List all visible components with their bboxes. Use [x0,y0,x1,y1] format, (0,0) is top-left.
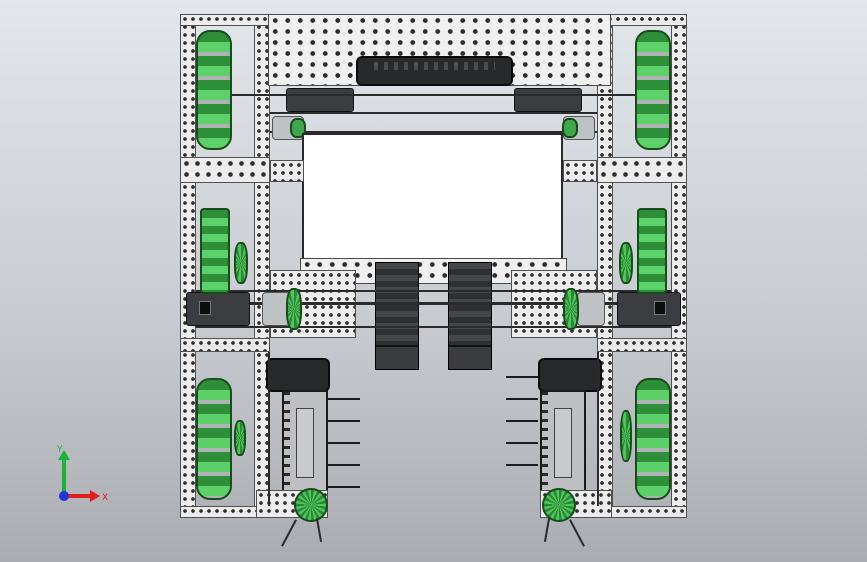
left-inner-rail [254,14,270,518]
top-right-omni-wheel[interactable] [635,30,671,150]
left-bottom-flap-b [315,518,323,542]
center-right-rail [563,160,597,182]
right-inner-frame-line [597,352,599,506]
left-intake-tread[interactable] [282,390,328,496]
battery-ribs [374,62,495,70]
right-inner-rail [597,14,613,518]
left-top-crossbar [180,14,270,26]
bottom-left-omni-wheel[interactable] [196,378,232,500]
right-top-crossbar [597,14,687,26]
right-mid-sprocket [619,242,633,284]
main-drive-axle [196,302,671,305]
left-middle-traction-wheel[interactable] [200,208,230,294]
left-flap-5 [328,486,360,488]
lower-frame-bar [196,290,671,292]
axis-triad: Y X [56,445,108,503]
z-axis-dot [59,491,69,501]
left-motor-label [199,301,211,315]
left-flap-4 [328,464,360,466]
top-right-motor[interactable] [514,88,582,112]
left-drive-gear [286,288,302,330]
left-mid-crossmember [180,157,270,183]
left-flap-2 [328,420,360,422]
right-lift-cap [449,345,491,369]
left-drive-motor[interactable] [186,292,250,326]
bottom-left-wheel-gear [234,420,246,456]
right-motor-label [654,301,666,315]
right-lower-crossmember [597,338,687,352]
x-axis-label: X [102,493,108,503]
left-mid-sprocket [234,242,248,284]
right-mid-crossmember [597,157,687,183]
right-bottom-flap-b [569,519,585,547]
right-intake-sprocket [542,488,576,522]
right-bottom-bar [597,506,687,518]
center-blank-plate[interactable] [302,133,563,260]
center-left-rail [270,160,304,182]
left-bottom-flap-a [281,519,297,547]
right-drive-motor[interactable] [617,292,681,326]
left-outer-rail [180,14,196,518]
left-tread-inner [296,408,314,478]
lower-frame-bar-2 [196,326,671,328]
left-lift-cap [376,345,418,369]
right-flap-3 [506,420,538,422]
right-lift-slide[interactable] [448,262,492,370]
left-intake-battery[interactable] [266,358,330,392]
bottom-right-omni-wheel[interactable] [635,378,671,500]
right-flap-4 [506,442,538,444]
right-drive-gear [563,288,579,330]
top-left-motor[interactable] [286,88,354,112]
left-flap-3 [328,442,360,444]
right-bottom-flap-a [543,518,551,542]
top-axle [196,94,671,96]
top-left-omni-wheel[interactable] [196,30,232,150]
right-flap-2 [506,398,538,400]
left-lower-crossmember [180,338,270,352]
right-tread-inner [554,408,572,478]
top-battery-pack[interactable] [356,56,513,86]
upper-frame-bar [270,112,597,114]
y-axis-arrowhead [58,450,70,460]
left-bottom-bar [180,506,270,518]
y-axis-label: Y [56,445,63,455]
right-intake-battery[interactable] [538,358,602,392]
x-axis-arrowhead [90,490,100,502]
right-flap-1 [506,376,538,378]
upper-frame-bar-2 [270,131,597,133]
right-shaft-collar [577,292,605,326]
right-intake-tread[interactable] [540,390,586,496]
bottom-right-wheel-gear [620,410,632,462]
right-flap-5 [506,464,538,466]
top-right-small-gear [562,118,578,138]
right-middle-traction-wheel[interactable] [637,208,667,294]
left-intake-sprocket [294,488,328,522]
left-flap-1 [328,398,360,400]
right-outer-rail [671,14,687,518]
left-inner-frame-line [268,352,270,506]
left-lift-slide[interactable] [375,262,419,370]
